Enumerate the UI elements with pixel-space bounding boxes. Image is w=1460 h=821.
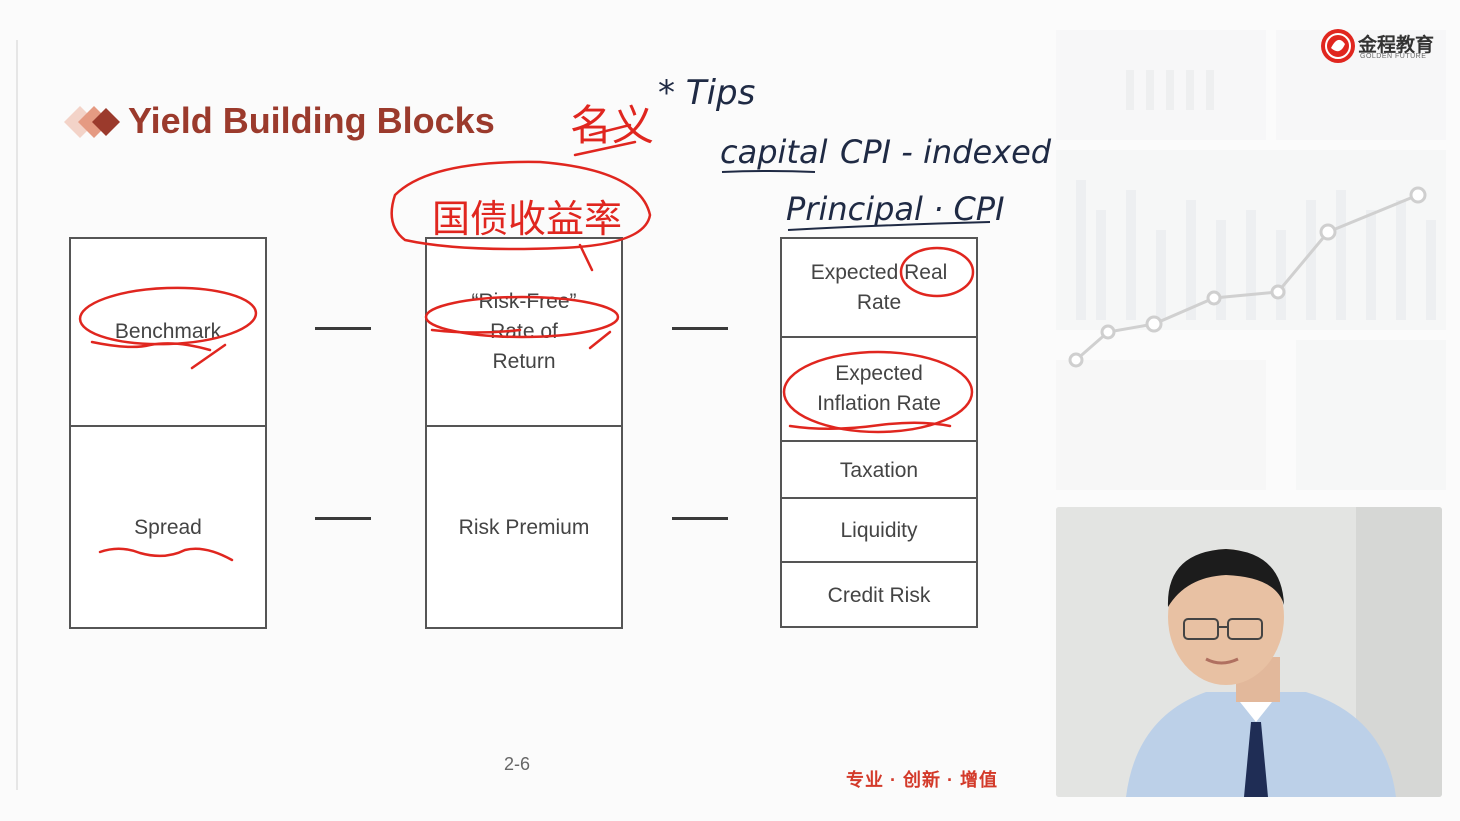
slide-title: Yield Building Blocks <box>128 100 495 141</box>
annotation-tips: * Tips <box>658 73 755 113</box>
title-diamonds-icon <box>64 106 120 138</box>
cell-credit-risk: Credit Risk <box>782 561 976 628</box>
slide-left-border <box>16 40 18 790</box>
slogan: 专业 · 创新 · 增值 <box>846 770 998 790</box>
cell-benchmark: Benchmark <box>114 320 222 343</box>
cell-spread: Spread <box>71 425 265 629</box>
annotation-cpi-indexed: CPI - indexed <box>840 133 1052 171</box>
presenter-video <box>1056 507 1442 797</box>
annotation-chinese-top: 名义 <box>570 101 654 150</box>
annotation-principal: Principal · CPI <box>786 190 1005 228</box>
column-benchmark-spread: Benchmark Spread <box>69 237 267 629</box>
cell-liquidity: Liquidity <box>782 497 976 563</box>
page-number: 2-6 <box>504 754 531 774</box>
logo-subtext: GOLDEN FUTURE <box>1360 53 1427 60</box>
logo-icon <box>1321 29 1355 63</box>
connector-dash <box>315 327 371 330</box>
column-risk-free-premium: “Risk-Free” Rate of Return Risk Premium <box>425 237 623 629</box>
background-decoration <box>1056 30 1446 490</box>
annotation-chinese-circle: 国债收益率 <box>432 197 622 241</box>
cell-expected-real-rate: Expected Real Rate <box>810 260 948 314</box>
cell-risk-premium: Risk Premium <box>427 425 621 629</box>
logo-text: 金程教育 <box>1358 35 1435 56</box>
annotation-capital: capital <box>720 133 828 171</box>
connector-dash <box>315 517 371 520</box>
presenter-image <box>1056 507 1442 797</box>
cell-risk-free-rate: “Risk-Free” Rate of Return <box>471 290 577 373</box>
column-components: Expected Real Rate Expected Inflation Ra… <box>780 237 978 628</box>
connector-dash <box>672 517 728 520</box>
cell-expected-inflation-rate: Expected Inflation Rate <box>782 336 976 440</box>
connector-dash <box>672 327 728 330</box>
cell-taxation: Taxation <box>782 440 976 499</box>
